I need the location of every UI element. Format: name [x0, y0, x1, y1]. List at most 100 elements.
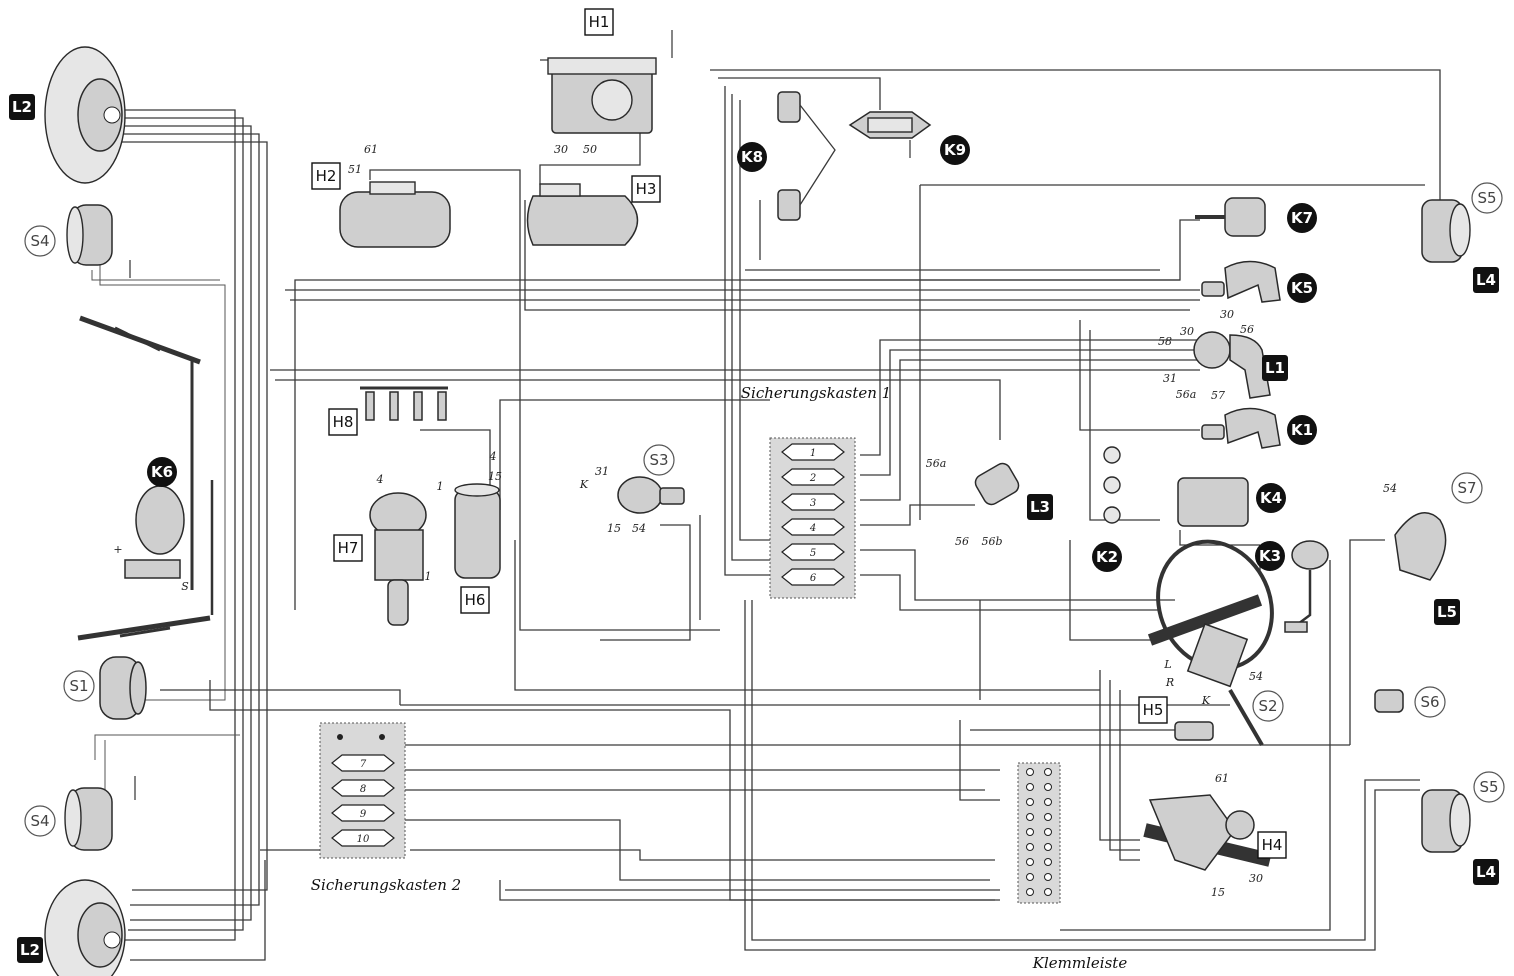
component-label: H7 — [338, 539, 359, 557]
terminal — [1026, 798, 1034, 806]
cigarette-lighter — [1195, 197, 1266, 237]
fuel-sender — [1284, 540, 1329, 633]
label-s4-circle: S4 — [24, 225, 56, 257]
component-label: S5 — [1479, 778, 1498, 796]
label-k3-circle: K3 — [1255, 541, 1285, 571]
interior-lamp — [848, 111, 932, 158]
tail-lamp-top — [1421, 199, 1471, 263]
component-label: H2 — [316, 167, 337, 185]
label-k1-circle: K1 — [1287, 415, 1317, 445]
terminal-label-h2: 61 — [364, 143, 378, 156]
fuse-number: 4 — [809, 523, 816, 534]
terminal-label-l1: 56a — [1176, 388, 1197, 401]
component-label: K6 — [151, 463, 173, 481]
component-label: S3 — [649, 451, 668, 469]
component-label: K1 — [1291, 421, 1313, 439]
terminal-label-l3: 56a — [926, 457, 947, 470]
component-label: L4 — [1476, 863, 1496, 881]
label-l2-box: L2 — [9, 94, 35, 120]
terminal-label-l3: 56b — [981, 535, 1002, 548]
label-s6-circle: S6 — [1414, 686, 1446, 718]
label-k8-circle: K8 — [737, 142, 767, 172]
terminal-label-h4: 30 — [1249, 872, 1263, 885]
wiper-assembly — [77, 315, 214, 641]
label-l2-box: L2 — [17, 937, 43, 963]
side-lamp-top — [66, 204, 131, 278]
terminal-label-s3: 31 — [595, 465, 609, 478]
label-h3-box: H3 — [631, 175, 661, 203]
battery — [547, 30, 673, 134]
steering-column — [1147, 539, 1274, 747]
fuse — [331, 829, 395, 847]
terminal-label-s3: 15 — [607, 522, 621, 535]
label-h7-box: H7 — [333, 534, 363, 562]
horn-s1 — [99, 656, 147, 720]
terminal-label-l1: 30 — [1220, 308, 1234, 321]
component-label: H3 — [636, 180, 657, 198]
component-label: S4 — [30, 232, 49, 250]
component-label: L2 — [20, 941, 40, 959]
component-label: S6 — [1420, 693, 1439, 711]
switch-k1 — [1201, 407, 1281, 449]
fuse — [331, 754, 395, 772]
component-label: K8 — [741, 148, 763, 166]
fuse — [331, 779, 395, 797]
distributor — [369, 492, 427, 626]
terminal-label-h3: 30 — [554, 143, 568, 156]
terminal-label-l1: 58 — [1158, 335, 1172, 348]
fuse-number: 3 — [810, 498, 816, 509]
fuse-number: 1 — [810, 448, 816, 459]
label-s4-circle: S4 — [24, 805, 56, 837]
terminal-strip — [1017, 762, 1061, 904]
terminal — [1026, 858, 1034, 866]
terminal — [1026, 783, 1034, 791]
ignition-coil — [454, 483, 501, 579]
component-label: S4 — [30, 812, 49, 830]
component-label: L1 — [1265, 359, 1285, 377]
terminal-label-h2: 51 — [348, 163, 362, 176]
terminal-label-h4: 61 — [1215, 772, 1229, 785]
dimmer-switch — [974, 462, 1020, 506]
number-plate-lamp — [1394, 511, 1447, 581]
label-k5-circle: K5 — [1287, 273, 1317, 303]
fuse — [781, 518, 845, 536]
terminal-label-s2: L — [1163, 658, 1171, 671]
component-label: L2 — [12, 98, 32, 116]
label-h8-box: H8 — [328, 408, 358, 436]
terminal-label-s3: 54 — [632, 522, 646, 535]
component-label: H4 — [1262, 836, 1283, 854]
label-h4-box: H4 — [1257, 831, 1287, 859]
fuse-number: 2 — [809, 473, 816, 484]
component-label: H5 — [1143, 701, 1164, 719]
component-label: S1 — [69, 677, 88, 695]
component-label: S5 — [1477, 189, 1496, 207]
label-h5-box: H5 — [1138, 696, 1168, 724]
terminal-label-s2: 54 — [1249, 670, 1263, 683]
component-label: H6 — [465, 591, 486, 609]
brake-switch — [1374, 689, 1404, 713]
door-switches — [777, 91, 836, 221]
fuse — [781, 443, 845, 461]
terminal — [1044, 873, 1052, 881]
label-s2-circle: S2 — [1252, 690, 1284, 722]
terminal-label-s2: K — [1201, 694, 1211, 707]
terminal — [1044, 858, 1052, 866]
terminal-label-s7: 54 — [1383, 482, 1397, 495]
terminal — [1026, 888, 1034, 896]
terminal — [1044, 813, 1052, 821]
terminal-label-l1: 30 — [1180, 325, 1194, 338]
component-label: H1 — [589, 13, 610, 31]
headlight-top — [44, 46, 126, 184]
label-s7-circle: S7 — [1451, 472, 1483, 504]
fuse-number: 10 — [357, 834, 370, 845]
spark-plugs — [360, 386, 448, 421]
label-k2-circle: K2 — [1092, 542, 1122, 572]
terminal-label-h6: 4 — [489, 450, 497, 463]
label-l1-box: L1 — [1262, 355, 1288, 381]
terminal — [1044, 798, 1052, 806]
label-k9-circle: K9 — [940, 135, 970, 165]
indicator-bulbs — [1103, 446, 1121, 524]
component-label: L3 — [1030, 498, 1050, 516]
